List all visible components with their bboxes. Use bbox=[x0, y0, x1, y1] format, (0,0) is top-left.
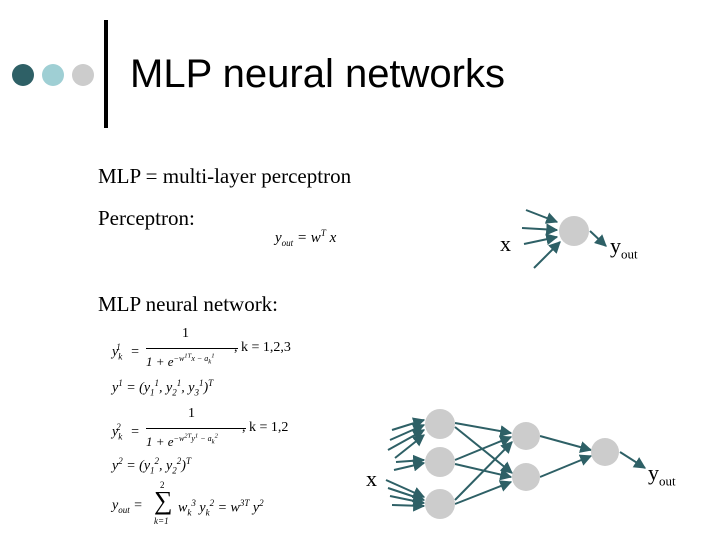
equation-layer1-vector: y1 = (y11, y21, y31)T bbox=[112, 378, 214, 398]
equation-output: yout = 2 ∑ k=1 wk3 yk2 = w3T y2 bbox=[112, 480, 264, 526]
perceptron-input-arrow bbox=[533, 241, 561, 269]
mlp-output-node bbox=[591, 438, 619, 466]
title-divider bbox=[104, 20, 108, 128]
mlp-layer2-to-output-arrows bbox=[539, 435, 593, 478]
mlp-diagram bbox=[385, 409, 647, 519]
mlp-output-arrow bbox=[619, 451, 647, 469]
mlp-layer1-to-layer2-arrows bbox=[454, 422, 513, 505]
perceptron-input-arrow bbox=[523, 233, 559, 246]
mlp-hidden2-node bbox=[512, 463, 540, 491]
mlp-hidden1-node bbox=[425, 489, 455, 519]
mlp-hidden2-node bbox=[512, 422, 540, 450]
title-dot-gray bbox=[72, 64, 94, 86]
mlp-hidden1-node bbox=[425, 409, 455, 439]
perceptron-formula: yout = wT x bbox=[275, 228, 337, 248]
equation-layer2-vector: y2 = (y12, y22)T bbox=[112, 456, 191, 476]
perceptron-input-label: x bbox=[500, 231, 511, 256]
perceptron-diagram bbox=[521, 209, 607, 269]
mlp-label: MLP neural network: bbox=[98, 292, 279, 316]
mlp-input-label: x bbox=[366, 466, 377, 491]
mlp-input-arrows bbox=[385, 417, 426, 512]
title-dot-dark bbox=[12, 64, 34, 86]
perceptron-output-label: yout bbox=[610, 233, 638, 262]
slide-title: MLP neural networks bbox=[130, 52, 505, 96]
perceptron-node bbox=[559, 216, 589, 246]
equation-layer2: yk2 = 1 1 + e−w2Ty1 − ak2 , k = 1,2 bbox=[112, 406, 289, 449]
mlp-output-label: yout bbox=[648, 460, 676, 489]
title-dot-light bbox=[42, 64, 64, 86]
mlp-definition: MLP = multi-layer perceptron bbox=[98, 164, 352, 188]
mlp-hidden1-node bbox=[425, 447, 455, 477]
perceptron-output-arrow bbox=[589, 230, 607, 247]
perceptron-input-arrow bbox=[525, 209, 559, 224]
perceptron-label: Perceptron: bbox=[98, 206, 195, 230]
equation-layer1: yk1 = 1 1 + e−w1Tx − ak1 , k = 1,2,3 bbox=[112, 326, 291, 369]
perceptron-input-arrow bbox=[521, 223, 559, 236]
